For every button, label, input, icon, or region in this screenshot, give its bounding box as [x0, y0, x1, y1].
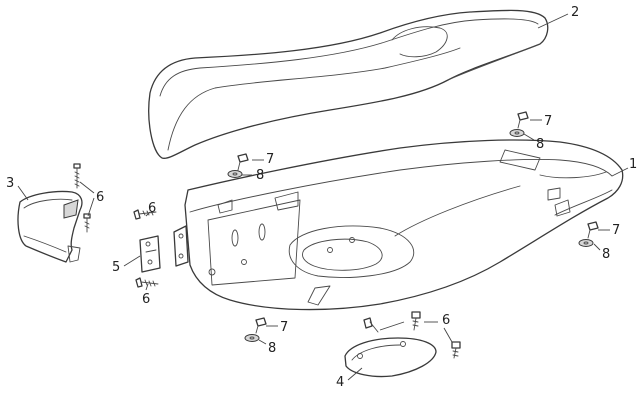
bolt-e [363, 317, 379, 333]
washer-d [244, 334, 260, 342]
callout-seat-tray: 1 [629, 157, 637, 172]
callout-screw-c: 7 [612, 223, 620, 238]
bolt-f [411, 311, 421, 331]
callout-screw-b: 7 [544, 114, 552, 129]
battery-lid [344, 337, 437, 378]
callout-washer-a: 8 [256, 168, 264, 183]
callout-seat: 2 [571, 5, 579, 20]
callout-screw-d: 7 [280, 320, 288, 335]
callout-washer-c: 8 [602, 247, 610, 262]
callout-bolt-c: 6 [142, 292, 150, 307]
washer-c [578, 239, 594, 247]
rear-cover [17, 190, 83, 263]
callout-battery-lid: 4 [336, 375, 344, 390]
callout-screw-a: 7 [266, 152, 274, 167]
seat-tray [173, 139, 624, 311]
callout-rear-cover: 3 [6, 176, 14, 191]
leader-lines [17, 13, 629, 381]
bolt-b [83, 213, 91, 233]
callout-bracket: 5 [112, 260, 120, 275]
washer-a [227, 170, 243, 178]
washer-b [509, 129, 525, 137]
bolt-d [135, 277, 159, 288]
callout-washer-b: 8 [536, 137, 544, 152]
screw-d [255, 317, 267, 334]
bracket [139, 235, 161, 273]
callout-labels: 2 1 3 5 4 6 6 6 6 7 7 7 7 8 8 8 8 [6, 5, 637, 390]
seat [148, 9, 549, 159]
bolt-a [73, 163, 81, 189]
screw-a [237, 153, 249, 171]
bolt-c [133, 209, 157, 220]
bolt-g [451, 341, 461, 359]
screw-c [587, 221, 599, 239]
callout-bolt-a: 6 [96, 190, 104, 205]
screw-b [517, 111, 529, 129]
callout-washer-d: 8 [268, 341, 276, 356]
callout-bolt-b: 6 [148, 201, 156, 216]
callout-bolt-d: 6 [442, 313, 450, 328]
